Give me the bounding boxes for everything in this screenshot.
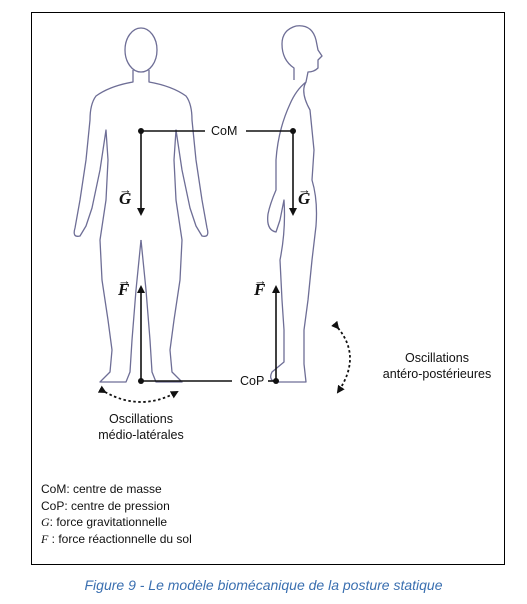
com-front-point	[138, 128, 144, 134]
medio-lateral-label: Oscillations médio-latérales	[98, 412, 184, 442]
front-g-vector-label: →G	[119, 182, 132, 208]
cop-label: CoP	[240, 374, 265, 388]
com-label: CoM	[211, 124, 238, 138]
antero-posterior-label: Oscillations antéro-postérieures	[382, 351, 492, 381]
cop-side-point	[273, 378, 279, 384]
side-body-figure	[267, 25, 323, 383]
front-force-lines	[137, 130, 232, 382]
legend-item: F : force réactionnelle du sol	[41, 531, 192, 546]
figure-caption: Figure 9 - Le modèle biomécanique de la …	[84, 577, 443, 593]
front-body-figure	[73, 27, 209, 383]
side-g-vector-label: →G	[298, 182, 311, 208]
medio-lateral-oscillation-arc	[97, 385, 179, 403]
front-f-vector-label: →F	[118, 273, 131, 299]
figure-frame	[31, 12, 505, 565]
cop-front-point	[138, 378, 144, 384]
legend-item: CoM: centre de masse	[41, 482, 162, 496]
antero-posterior-oscillation-arc	[331, 320, 351, 394]
com-side-point	[290, 128, 296, 134]
side-force-lines	[246, 130, 297, 382]
side-f-vector-label: →F	[254, 273, 267, 299]
legend: CoM: centre de masse CoP: centre de pres…	[41, 481, 192, 547]
legend-item: CoP: centre de pression	[41, 498, 170, 513]
legend-item: G: force gravitationnelle	[41, 515, 168, 529]
